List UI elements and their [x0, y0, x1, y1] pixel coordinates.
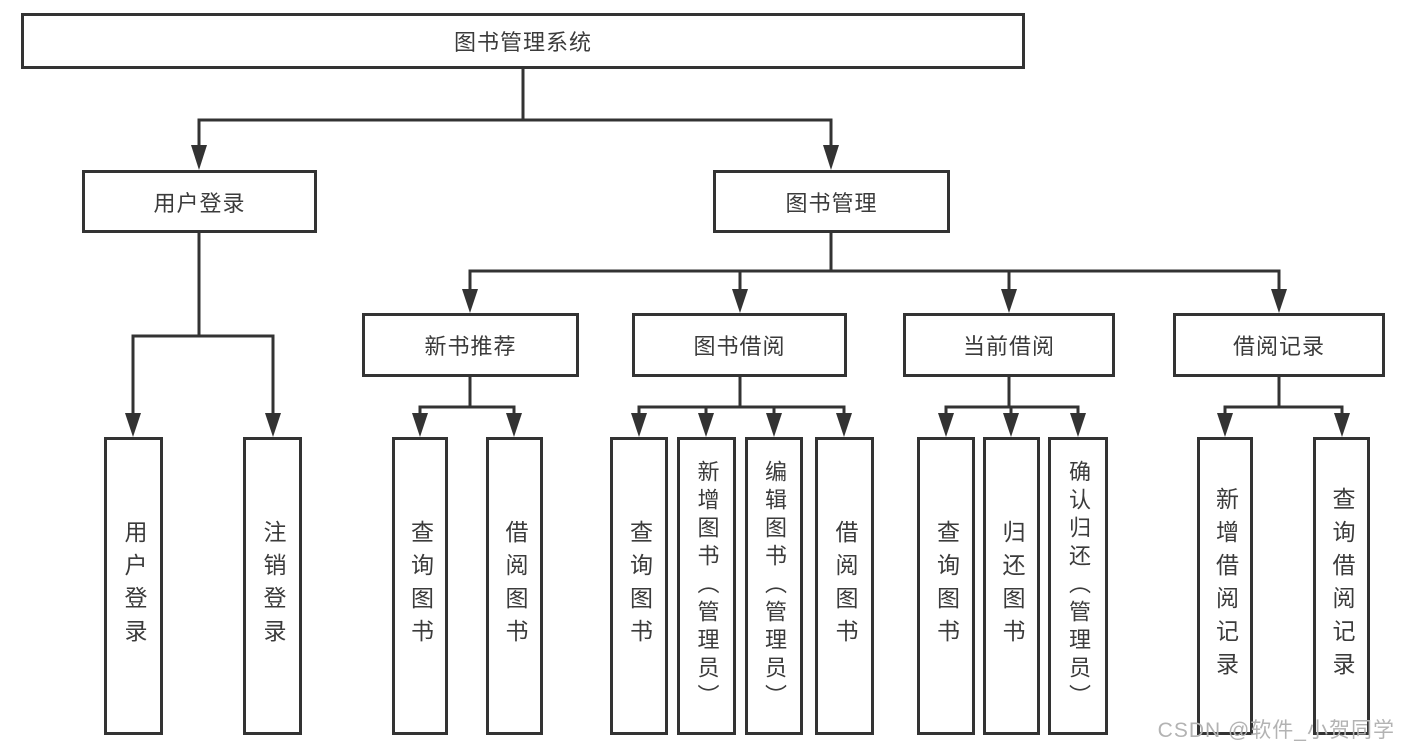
node-book-manage-label: 图书管理	[785, 190, 878, 216]
leaf-confirm-return-admin-label: 确认归还（管理员）	[1066, 460, 1091, 712]
leaf-return-books: 归还图书	[983, 437, 1040, 735]
node-root-system: 图书管理系统	[21, 13, 1025, 69]
node-book-borrow-label: 图书借阅	[693, 334, 786, 359]
leaf-user-login-label: 用户登录	[121, 520, 147, 652]
connector-recommend-to-leaves	[412, 376, 522, 437]
leaf-query-books-borrow-label: 查询图书	[626, 520, 653, 652]
leaf-add-borrow-record: 新增借阅记录	[1197, 437, 1253, 735]
leaf-user-login: 用户登录	[104, 437, 163, 735]
node-book-manage: 图书管理	[713, 170, 950, 233]
connector-login-to-leaves	[125, 233, 281, 437]
node-current-borrow-label: 当前借阅	[962, 334, 1055, 359]
leaf-edit-books-admin: 编辑图书（管理员）	[745, 437, 803, 735]
leaf-query-books-recommend: 查询图书	[392, 437, 448, 735]
connector-current-to-leaves	[938, 376, 1086, 437]
leaf-add-books-admin-label: 新增图书（管理员）	[694, 460, 720, 712]
leaf-query-borrow-record: 查询借阅记录	[1313, 437, 1370, 735]
leaf-query-books-borrow: 查询图书	[610, 437, 668, 735]
node-user-login: 用户登录	[82, 170, 317, 233]
node-borrow-record: 借阅记录	[1173, 313, 1385, 377]
leaf-borrow-books: 借阅图书	[815, 437, 874, 735]
node-user-login-label: 用户登录	[153, 190, 246, 216]
leaf-query-books-current: 查询图书	[917, 437, 975, 735]
connector-root-to-level1	[191, 69, 839, 170]
node-new-book-recommend: 新书推荐	[362, 313, 579, 377]
connector-record-to-leaves	[1217, 377, 1350, 437]
leaf-edit-books-admin-label: 编辑图书（管理员）	[762, 460, 787, 712]
leaf-query-books-current-label: 查询图书	[933, 520, 960, 652]
leaf-borrow-books-recommend-label: 借阅图书	[502, 520, 528, 652]
leaf-borrow-books-recommend: 借阅图书	[486, 437, 543, 735]
leaf-borrow-books-label: 借阅图书	[832, 520, 858, 652]
node-book-borrow: 图书借阅	[632, 313, 847, 377]
node-new-book-recommend-label: 新书推荐	[424, 334, 517, 359]
csdn-watermark: CSDN @软件_小贺同学	[1157, 719, 1395, 742]
node-root-system-label: 图书管理系统	[453, 30, 592, 55]
node-current-borrow: 当前借阅	[903, 313, 1115, 377]
leaf-query-books-recommend-label: 查询图书	[407, 520, 434, 652]
leaf-logout-label: 注销登录	[260, 520, 286, 652]
leaf-confirm-return-admin: 确认归还（管理员）	[1048, 437, 1108, 735]
node-borrow-record-label: 借阅记录	[1232, 334, 1325, 359]
leaf-query-borrow-record-label: 查询借阅记录	[1329, 487, 1355, 685]
connector-manage-to-level2	[462, 233, 1287, 313]
leaf-add-borrow-record-label: 新增借阅记录	[1212, 487, 1239, 685]
leaf-return-books-label: 归还图书	[999, 520, 1025, 652]
leaf-logout: 注销登录	[243, 437, 302, 735]
leaf-add-books-admin: 新增图书（管理员）	[677, 437, 736, 735]
connector-borrow-to-leaves	[631, 376, 852, 437]
